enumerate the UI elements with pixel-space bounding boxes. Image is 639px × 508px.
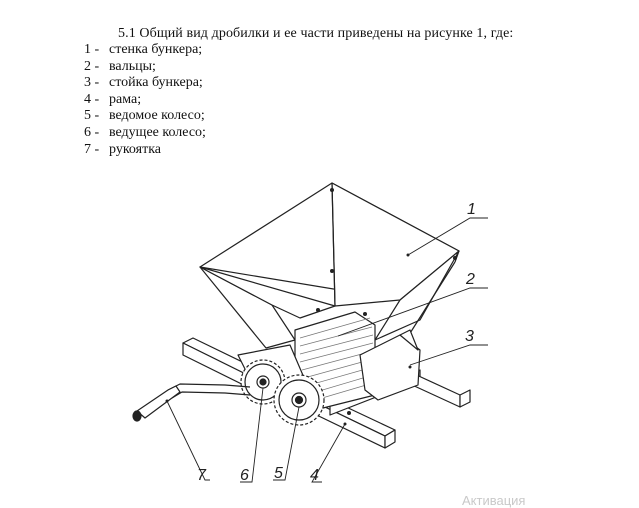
legend-number: 6 - [84, 124, 100, 140]
hopper-stand [359, 329, 421, 401]
legend-item: 7 - рукоятка [84, 142, 206, 159]
legend-item: 4 - рама; [84, 92, 206, 109]
legend-number: 7 - [84, 141, 100, 157]
callout-3: 3 [465, 328, 474, 345]
legend-item: 6 - ведущее колесо; [84, 125, 206, 142]
callout-5: 5 [274, 465, 283, 482]
callout-2: 2 [465, 271, 475, 288]
callout-6: 6 [240, 467, 249, 484]
legend-number: 2 - [84, 58, 100, 74]
legend-number: 4 - [84, 91, 100, 107]
legend-label: вальцы; [109, 58, 156, 74]
callout-leaders [166, 217, 488, 483]
drive-gear [240, 359, 286, 405]
callout-7: 7 [197, 467, 207, 484]
driven-gear [273, 374, 325, 426]
callout-4: 4 [310, 467, 319, 484]
legend-label: рама; [109, 91, 142, 107]
legend-item: 2 - вальцы; [84, 59, 206, 76]
legend-number: 1 - [84, 42, 100, 57]
handle [132, 383, 251, 422]
legend-number: 3 - [84, 75, 100, 91]
legend-label: рукоятка [109, 141, 162, 157]
legend-item: 1 - стенка бункера; [84, 42, 206, 59]
callout-1: 1 [467, 201, 476, 218]
legend-item: 5 - ведомое колесо; [84, 108, 206, 125]
activation-watermark: Активация [462, 493, 526, 508]
legend-label: ведущее колесо; [109, 124, 206, 140]
legend-number: 5 - [84, 108, 100, 124]
section-heading: 5.1 Общий вид дробилки и ее части привед… [118, 26, 514, 41]
legend-label: ведомое колесо; [109, 108, 205, 124]
legend-label: стойка бункера; [109, 75, 203, 91]
legend-label: стенка бункера; [109, 42, 203, 57]
legend-item: 3 - стойка бункера; [84, 75, 206, 92]
parts-legend: 1 - стенка бункера; 2 - вальцы; 3 - стойка … [84, 42, 206, 158]
hopper [199, 182, 460, 349]
